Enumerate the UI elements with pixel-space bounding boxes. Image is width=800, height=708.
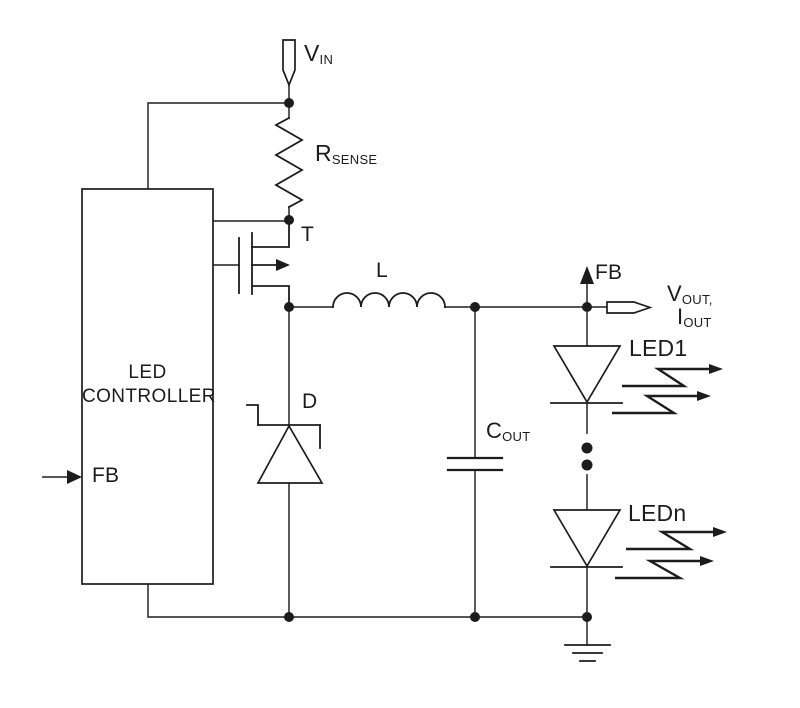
fb-input-arrow-icon [67,470,82,484]
fb-input-label: FB [92,464,120,487]
diode-label: D [302,390,318,413]
controller-box [81,188,214,585]
led1-symbol [550,345,623,404]
controller-label-line1: LED [128,362,167,383]
led1-label: LED1 [629,335,688,361]
fb-arrow-icon [580,266,594,284]
inductor-l-symbol [332,292,446,308]
mosfet-arrow-icon [276,259,290,271]
ledn-symbol [550,509,623,568]
controller-label-line2: CONTROLLER [82,386,216,407]
led-string-ellipsis [581,442,593,471]
inductor-label: L [376,259,388,282]
controller-label: LED CONTROLLER [82,361,216,409]
capacitor-cout-symbol [446,456,504,472]
ledn-light-arrows-icon [615,527,727,580]
led1-light-arrows-icon [612,364,723,415]
vin-terminal [282,39,296,88]
ledn-label: LEDn [628,500,687,526]
ground-icon [564,644,611,662]
fb-top-label: FB [595,261,623,284]
resistor-rsense-symbol [274,116,304,209]
output-terminal [606,301,653,314]
transistor-label: T [301,223,315,246]
diode-d-symbol [246,404,324,484]
junction-dots [284,98,592,622]
mosfet-t-symbol [238,219,290,308]
